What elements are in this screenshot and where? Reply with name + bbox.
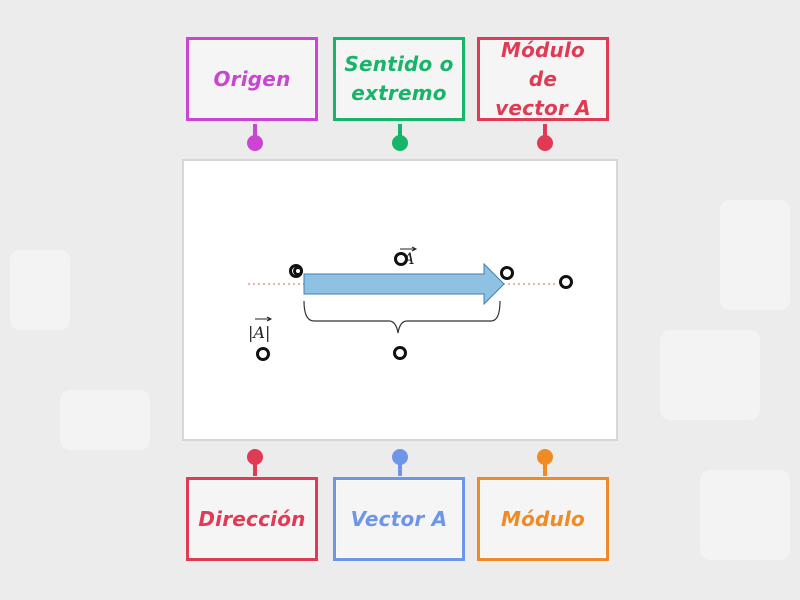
card-connector bbox=[543, 460, 547, 476]
label-card-vector-a[interactable]: Vector A bbox=[333, 477, 465, 561]
label-card-text: Vector A bbox=[350, 506, 448, 531]
card-pin-dot bbox=[247, 135, 263, 151]
card-pin-dot bbox=[392, 449, 408, 465]
vector-arrow bbox=[303, 262, 505, 306]
label-line: extremo bbox=[351, 81, 447, 105]
card-connector bbox=[543, 124, 547, 140]
label-card-text: Módulo de vector A bbox=[480, 36, 606, 123]
card-connector bbox=[398, 460, 402, 476]
label-line: Sentido o bbox=[344, 52, 454, 76]
label-card-origen[interactable]: Origen bbox=[186, 37, 318, 121]
background-tile bbox=[700, 470, 790, 560]
background-tile bbox=[660, 330, 760, 420]
label-card-sentido[interactable]: Sentido o extremo bbox=[333, 37, 465, 121]
label-card-text: Módulo bbox=[501, 506, 585, 531]
card-pin-dot bbox=[247, 449, 263, 465]
drop-target-tip[interactable] bbox=[500, 266, 514, 280]
card-pin-dot bbox=[537, 449, 553, 465]
drop-target-vector-label[interactable] bbox=[394, 252, 408, 266]
drop-target-direction[interactable] bbox=[559, 275, 573, 289]
card-pin-dot bbox=[392, 135, 408, 151]
drop-target-origin-inner[interactable] bbox=[293, 266, 303, 276]
vector-diagram: A |A| bbox=[182, 159, 618, 441]
label-card-text: Sentido o extremo bbox=[336, 50, 461, 108]
label-card-text: Dirección bbox=[198, 506, 306, 531]
magnitude-label: |A| bbox=[248, 323, 271, 342]
card-connector bbox=[253, 460, 257, 476]
drop-target-magnitude[interactable] bbox=[393, 346, 407, 360]
label-line: Módulo de bbox=[501, 37, 585, 91]
drop-target-magnitude-label[interactable] bbox=[256, 347, 270, 361]
label-card-text: Origen bbox=[213, 66, 291, 91]
label-card-modulo[interactable]: Módulo bbox=[477, 477, 609, 561]
vector-diagram-graphic bbox=[248, 246, 558, 334]
background-tile bbox=[10, 250, 70, 330]
background-tile bbox=[60, 390, 150, 450]
card-connector bbox=[253, 124, 257, 140]
card-connector bbox=[398, 124, 402, 140]
label-line: vector A bbox=[495, 95, 591, 120]
magnitude-brace bbox=[303, 300, 501, 334]
background-tile bbox=[720, 200, 790, 310]
label-card-direccion[interactable]: Dirección bbox=[186, 477, 318, 561]
magnitude-label-arrowhead bbox=[266, 316, 273, 322]
vector-label-arrowhead bbox=[411, 246, 418, 252]
label-card-modulo-de-vector[interactable]: Módulo de vector A bbox=[477, 37, 609, 121]
card-pin-dot bbox=[537, 135, 553, 151]
vector-a-label: A bbox=[403, 249, 415, 268]
